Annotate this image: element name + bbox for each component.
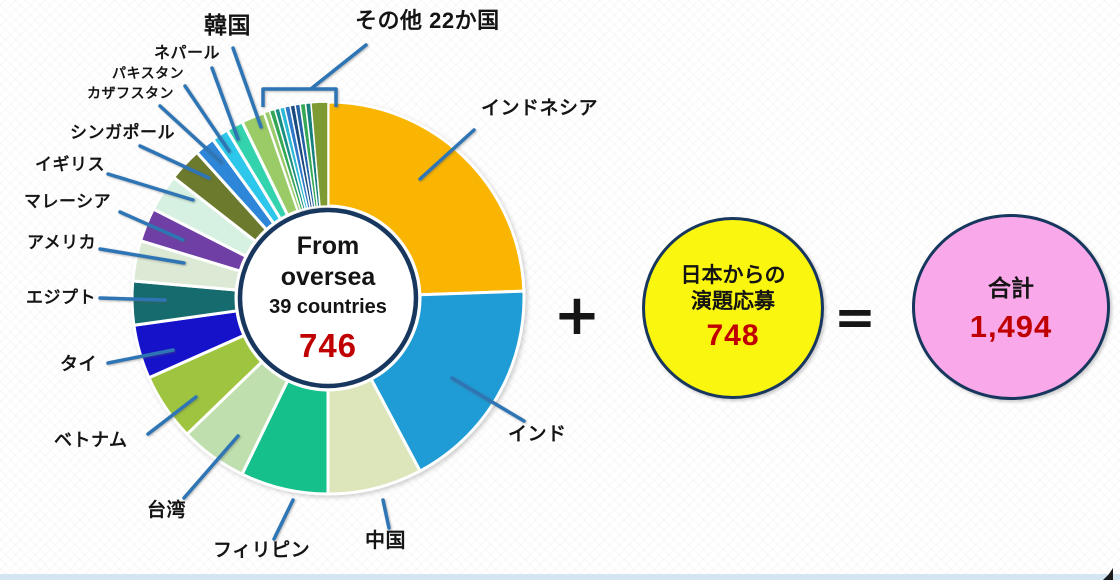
callout-line-vietnam xyxy=(146,395,198,436)
center-countries-count: 39 countries xyxy=(269,295,387,318)
japan-circle: 日本からの 演題応募 748 xyxy=(642,217,824,399)
callout-line-nepal xyxy=(210,66,240,141)
plus-operator: + xyxy=(553,283,601,348)
pie-label-uk: イギリス xyxy=(35,155,105,174)
callout-line-korea xyxy=(231,46,263,129)
pie-label-malaysia: マレーシア xyxy=(24,192,112,211)
callout-line-uk xyxy=(106,172,195,202)
pie-slice-indonesia xyxy=(326,100,526,297)
japan-value: 748 xyxy=(706,319,760,353)
total-circle: 合計 1,494 xyxy=(912,214,1110,400)
callout-line-malaysia xyxy=(118,210,185,242)
pie-slice-india xyxy=(369,289,526,474)
total-value: 1,494 xyxy=(969,309,1053,344)
callout-line-indonesia xyxy=(418,128,476,181)
pie-label-kazakhstan: カザフスタン xyxy=(87,85,174,101)
bottom-edge-strip xyxy=(0,574,1120,580)
pie-label-india: インド xyxy=(508,424,567,445)
equals-operator: = xyxy=(834,288,876,346)
callout-line-usa xyxy=(98,247,186,265)
pie-slices-group xyxy=(130,100,526,496)
pie-label-pakistan: パキスタン xyxy=(112,65,185,81)
callout-line-taiwan xyxy=(182,434,240,500)
pie-label-nepal: ネパール xyxy=(154,45,221,62)
pie-label-egypt: エジプト xyxy=(26,288,96,307)
japan-line2: 演題応募 xyxy=(691,290,775,313)
callout-line-kazakhstan xyxy=(158,104,223,164)
pie-label-usa: アメリカ xyxy=(27,233,97,252)
donut-hole xyxy=(237,207,419,389)
pie-label-philippines: フィリピン xyxy=(213,540,311,561)
japan-line1: 日本からの xyxy=(680,263,786,287)
center-line1: From xyxy=(296,231,360,260)
pie-label-others: その他 22か国 xyxy=(355,8,500,33)
callout-line-thailand xyxy=(106,348,175,365)
pie-label-korea: 韓国 xyxy=(204,12,251,38)
pie-label-taiwan: 台湾 xyxy=(147,500,187,521)
callout-line-philippines xyxy=(272,498,295,541)
center-line2: oversea xyxy=(280,262,376,291)
oversea-total-value: 746 xyxy=(298,326,358,364)
pie-label-singapore: シンガポール xyxy=(70,123,175,142)
callout-lines-group xyxy=(98,43,526,541)
pie-label-thailand: タイ xyxy=(60,354,97,374)
callout-line-china xyxy=(381,498,391,530)
total-label: 合計 xyxy=(988,275,1034,301)
callout-line-india xyxy=(450,376,526,423)
pie-label-china: 中国 xyxy=(365,530,406,552)
callout-line-egypt xyxy=(98,296,167,302)
others-bracket xyxy=(261,87,338,107)
donut-center-label: From oversea 39 countries 746 xyxy=(243,220,413,376)
callout-line-singapore xyxy=(138,144,211,180)
callout-line-pakistan xyxy=(183,84,231,153)
pie-label-indonesia: インドネシア xyxy=(481,98,599,119)
callout-line-others xyxy=(310,43,368,90)
pie-label-vietnam: ベトナム xyxy=(54,430,128,450)
pie-slice-other-9 xyxy=(310,101,329,208)
